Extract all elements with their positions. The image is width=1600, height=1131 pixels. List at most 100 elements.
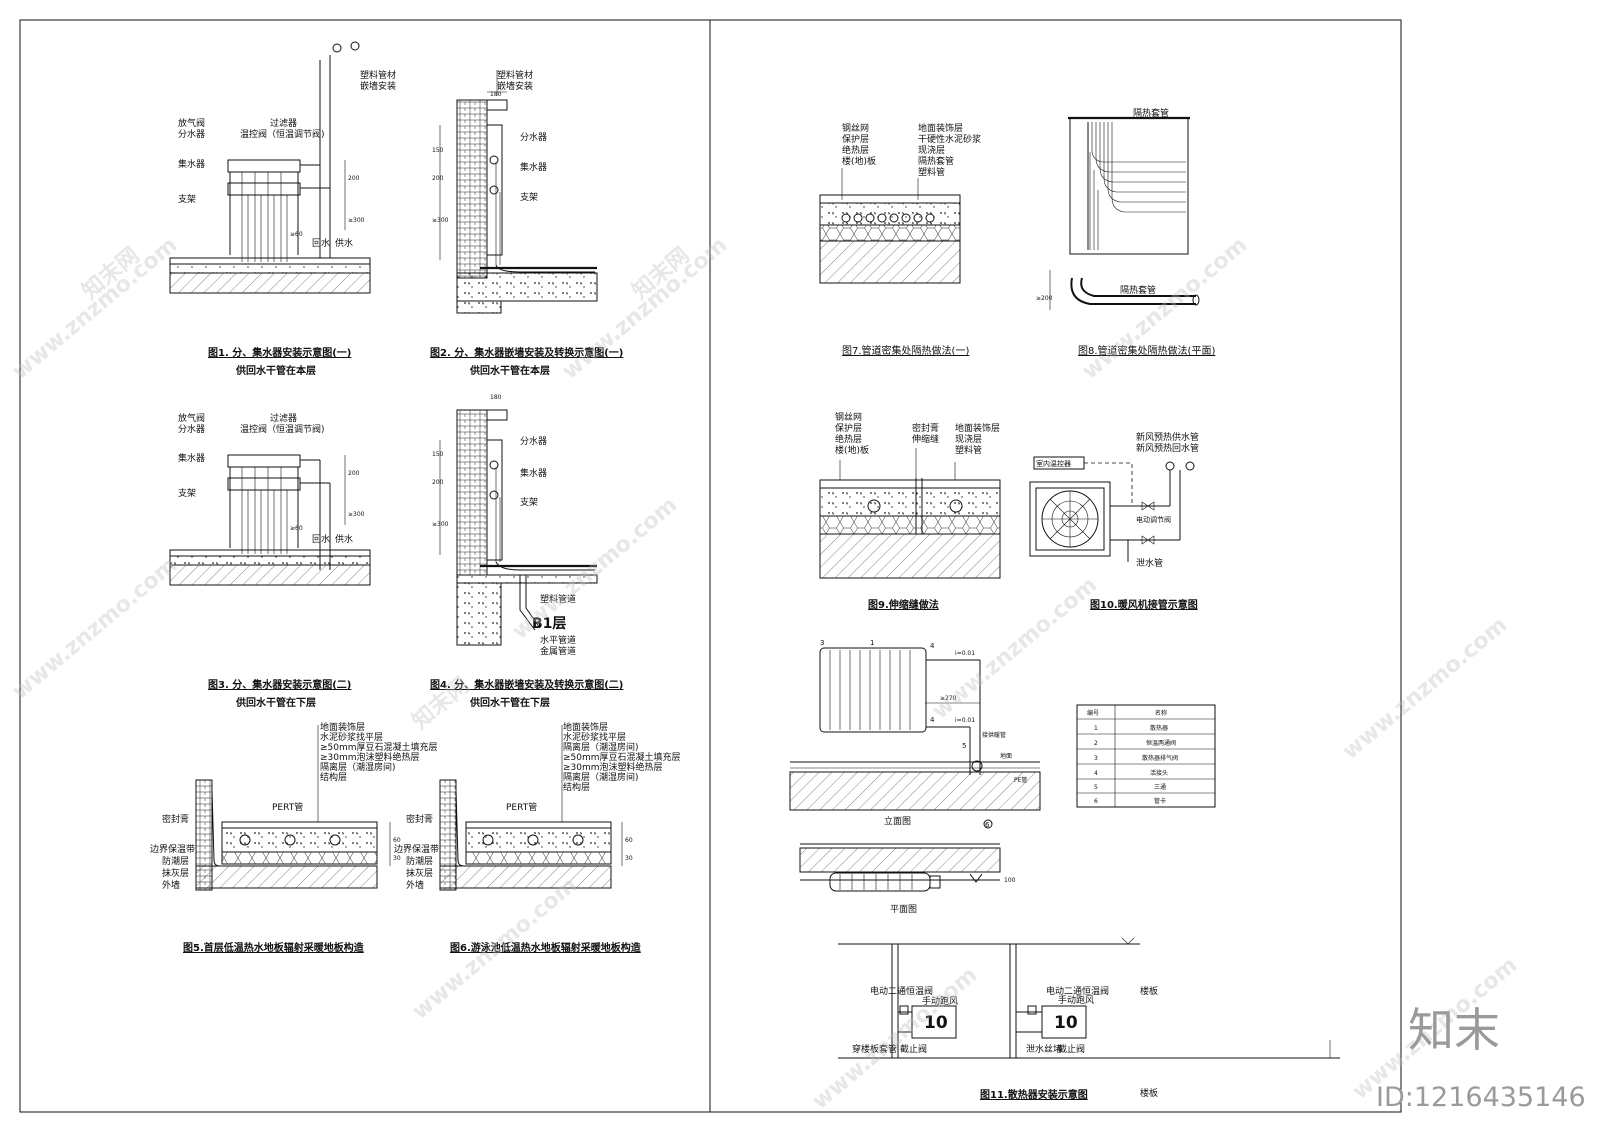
fig1-dim-300: ≥300 — [348, 217, 365, 224]
fig1-label-return: 回水 — [312, 237, 330, 249]
watermark-site-5: www.znzmo.com — [508, 493, 682, 645]
fig4-dim-150: 150 — [432, 451, 444, 458]
fig8-caption: 图8.管道密集处隔热做法(平面) — [1078, 344, 1215, 357]
figure-3: 放气阀 分水器 温控阀（恒温调节阀) 过滤器 集水器 支架 回水 供水 200 … — [169, 412, 371, 709]
rad-elevation-label: 立面图 — [884, 815, 911, 827]
figure-8: 隔热套管 隔热套管 ≥200 图8.管道密集处隔热做法(平面) — [1036, 107, 1215, 357]
figure-9: 钢丝网 保护层 绝热层 楼(地)板 密封膏 伸缩缝 地面装饰层 现浇层 塑料管 … — [819, 411, 1001, 611]
fig1-dim-200: 200 — [348, 175, 360, 182]
fig3-caption: 图3. 分、集水器安装示意图(二) — [208, 678, 351, 691]
fig4-label-b1: B1层 — [532, 616, 566, 632]
fig3-label-bracket: 支架 — [178, 487, 196, 499]
rad-callout-4b: 4 — [930, 716, 935, 724]
table-row-4-name: 活接头 — [1150, 769, 1168, 777]
table-row-2-no: 2 — [1094, 740, 1098, 747]
fig11-label-9: 楼板 — [1140, 1087, 1158, 1099]
fig10-caption: 图10.暖风机接管示意图 — [1090, 598, 1198, 611]
fig11-label-0: 电动二通恒温阀 — [870, 985, 933, 997]
fig1-dim-60: ≥60 — [290, 231, 303, 238]
fig3-label-air-vent: 放气阀 — [178, 412, 205, 424]
fig3-dim-60: ≥60 — [290, 525, 303, 532]
watermark-site-7: www.znzmo.com — [1338, 613, 1512, 765]
fig1-label-thermostat-valve: 温控阀（恒温调节阀) — [240, 128, 325, 140]
fig1-label-filter: 过滤器 — [270, 117, 297, 129]
fig5-pipe: PERT管 — [272, 801, 303, 813]
fig9-right-2: 塑料管 — [955, 444, 982, 456]
table-row-4-no: 4 — [1094, 770, 1098, 777]
fig6-layer-5: 隔离层（潮湿房间) — [563, 771, 639, 783]
fig2-label-collector: 集水器 — [520, 161, 547, 173]
fig4-label-distributor: 分水器 — [520, 435, 547, 447]
fig3-label-filter: 过滤器 — [270, 412, 297, 424]
fig2-dim-180: 180 — [490, 91, 502, 98]
figure-10: 室内温控器 新风预热供水管 新风预热回水管 电动调节阀 泄水管 图10.暖风机接… — [1029, 431, 1199, 611]
fig6-dim-60: 60 — [625, 837, 633, 844]
fig5-layer-4: 隔离层（潮湿房间) — [320, 761, 396, 773]
fig3-label-collector: 集水器 — [178, 452, 205, 464]
fig9-left-0: 钢丝网 — [835, 411, 862, 423]
rad-callout-4: 4 — [930, 642, 935, 650]
table-row-1-name: 散热器 — [1150, 724, 1168, 732]
fig6-layer-6: 结构层 — [563, 781, 590, 793]
table-row-3-no: 3 — [1094, 755, 1098, 762]
fig5-left-1: 边界保温带 — [150, 843, 195, 855]
watermark-id: ID:1216435146 — [1376, 1082, 1586, 1113]
fig10-drain-pipe: 泄水管 — [1136, 557, 1163, 569]
fig6-left-0: 密封膏 — [406, 813, 433, 825]
fig11-label-3: 手动跑风 — [1058, 994, 1094, 1006]
fig11-label-1: 手动跑风 — [922, 995, 958, 1007]
fig1-label-air-vent: 放气阀 — [178, 117, 205, 129]
parts-table: 编号 名称 1 散热器 2 恒温两通阀 3 散热器排气阀 4 活接头 5 三通 … — [1076, 704, 1216, 808]
fig3-label-return: 回水 — [312, 533, 330, 545]
fig3-label-supply: 供水 — [335, 533, 353, 545]
fig2-label-embedded: 嵌墙安装 — [497, 80, 533, 92]
fig9-left-2: 绝热层 — [835, 433, 862, 445]
fig5-layer-5: 结构层 — [320, 771, 347, 783]
fig4-dim-200: 200 — [432, 479, 444, 486]
fig6-dim-30: 30 — [625, 855, 633, 862]
rad-note-floor: 地面 — [1000, 752, 1012, 760]
fig11-label-2: 电动二通恒温阀 — [1046, 985, 1109, 997]
watermark-site-1: www.znzmo.com — [8, 233, 182, 385]
fig10-thermostat: 室内温控器 — [1036, 459, 1071, 468]
watermark-site-3: www.znzmo.com — [1078, 233, 1252, 385]
figure-5: 地面装饰层 水泥砂浆找平层 ≥50mm厚豆石混凝土填充层 ≥30mm泡沫塑料绝热… — [150, 721, 438, 954]
fig5-left-0: 密封膏 — [162, 813, 189, 825]
fig5-left-3: 抹灰层 — [162, 867, 189, 879]
fig10-supply-pipe: 新风预热供水管 — [1136, 431, 1199, 443]
figure-7: 钢丝网 保护层 绝热层 楼(地)板 地面装饰层 干硬性水泥砂浆 现浇层 隔热套管… — [819, 122, 981, 357]
watermark-site-9: www.znzmo.com — [808, 963, 982, 1115]
fig11-caption: 图11.散热器安装示意图 — [980, 1088, 1088, 1101]
fig11-label-8: 截止阀 — [1058, 1043, 1085, 1055]
fig6-pipe: PERT管 — [506, 801, 537, 813]
figure-4: 分水器 集水器 支架 塑料管道 B1层 水平管道 金属管道 180 150 20… — [430, 394, 623, 709]
fig2-subcaption: 供回水干管在本层 — [469, 364, 550, 377]
table-row-2-name: 恒温两通阀 — [1146, 739, 1176, 747]
fig5-dim-60: 60 — [393, 837, 401, 844]
fig3-dim-300: ≥300 — [348, 511, 365, 518]
fig6-layer-1: 水泥砂浆找平层 — [563, 731, 626, 743]
fig6-left-4: 外墙 — [406, 879, 424, 891]
fig6-layer-3: ≥50mm厚豆石混凝土填充层 — [563, 751, 681, 763]
fig2-label-bracket: 支架 — [520, 191, 538, 203]
fig10-motor-valve: 电动调节阀 — [1136, 515, 1171, 524]
fig7-left-3: 楼(地)板 — [842, 155, 876, 167]
table-row-5-name: 三通 — [1154, 783, 1166, 791]
fig9-caption: 图9.伸缩缝做法 — [868, 598, 939, 611]
fig7-right-0: 地面装饰层 — [918, 122, 963, 134]
fig3-subcaption: 供回水干管在下层 — [235, 696, 316, 709]
fig2-dim-150: 150 — [432, 147, 444, 154]
rad-callout-1: 1 — [870, 639, 874, 647]
fig7-right-4: 塑料管 — [918, 166, 945, 178]
watermark-site-2: www.znzmo.com — [558, 233, 732, 385]
fig2-label-distributor: 分水器 — [520, 131, 547, 143]
fig5-caption: 图5.首层低温热水地板辐射采暖地板构造 — [183, 941, 365, 954]
fig8-label-sleeve-top: 隔热套管 — [1133, 107, 1169, 119]
radiator-detail: 3 1 4 4 5 6 i=0.01 i=0.01 接供暖管 地面 PE管 ≥2… — [789, 639, 1041, 915]
figure-1: 塑料管材 嵌墙安装 放气阀 分水器 温控阀（恒温调节阀) 过滤器 集水器 支架 … — [169, 41, 396, 377]
table-row-6-name: 管卡 — [1154, 797, 1166, 805]
rad-note-slope-2: i=0.01 — [955, 717, 975, 724]
fig11-box-right: 10 — [1054, 1013, 1078, 1033]
rad-callout-5: 5 — [962, 742, 966, 750]
